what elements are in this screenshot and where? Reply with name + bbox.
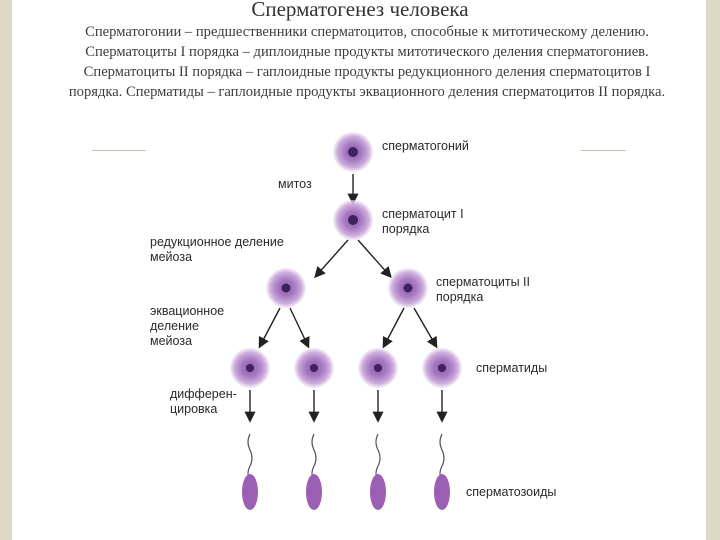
- slide-title: Сперматогенез человека: [0, 0, 720, 22]
- label-reduction-line1: редукционное деление: [150, 235, 284, 249]
- spermatozoon-3: [370, 434, 386, 510]
- nucleus: [348, 147, 358, 157]
- left-divider: [92, 150, 148, 151]
- label-spermatocyte2-line2: порядка: [436, 290, 483, 304]
- label-spermatocyte1-line1: сперматоцит I: [382, 207, 464, 221]
- cell-spermatid-4: [422, 348, 462, 388]
- cell-spermatocyte-1: [333, 200, 373, 240]
- label-differentiation-line1: дифферен-: [170, 387, 237, 401]
- slide-subtitle: Сперматогонии – предшественники спермато…: [62, 22, 672, 102]
- label-spermatocyte1-line2: порядка: [382, 222, 429, 236]
- label-spermatozoa: сперматозоиды: [466, 485, 556, 499]
- nucleus: [310, 364, 318, 372]
- arrow-meiosis2-a: [260, 308, 280, 346]
- arrow-meiosis2-d: [414, 308, 436, 346]
- label-reduction-line2: мейоза: [150, 250, 192, 264]
- arrow-meiosis2-c: [384, 308, 404, 346]
- cell-spermatocyte-2-left: [266, 268, 306, 308]
- label-spermatogonium: сперматогоний: [382, 139, 469, 153]
- nucleus: [404, 284, 413, 293]
- arrow-meiosis2-b: [290, 308, 308, 346]
- nucleus: [282, 284, 291, 293]
- right-divider: [580, 150, 626, 151]
- spermatogenesis-diagram: сперматогоний митоз сперматоцит I порядк…: [146, 118, 581, 540]
- spermatozoon-2: [306, 434, 322, 510]
- nucleus: [246, 364, 254, 372]
- cell-spermatid-3: [358, 348, 398, 388]
- label-equational-line3: мейоза: [150, 334, 192, 348]
- label-spermatocyte2-line1: сперматоциты II: [436, 275, 530, 289]
- cell-spermatid-1: [230, 348, 270, 388]
- spermatozoon-1: [242, 434, 258, 510]
- nucleus: [438, 364, 446, 372]
- cell-spermatid-2: [294, 348, 334, 388]
- cell-spermatogonium: [333, 132, 373, 172]
- spermatozoon-4: [434, 434, 450, 510]
- nucleus: [348, 215, 358, 225]
- label-mitosis: митоз: [278, 177, 312, 191]
- label-equational-line2: деление: [150, 319, 199, 333]
- arrow-meiosis1-right: [358, 240, 390, 276]
- label-differentiation-line2: цировка: [170, 402, 217, 416]
- label-equational-line1: эквационное: [150, 304, 224, 318]
- nucleus: [374, 364, 382, 372]
- arrow-meiosis1-left: [316, 240, 348, 276]
- label-spermatids: сперматиды: [476, 361, 547, 375]
- cell-spermatocyte-2-right: [388, 268, 428, 308]
